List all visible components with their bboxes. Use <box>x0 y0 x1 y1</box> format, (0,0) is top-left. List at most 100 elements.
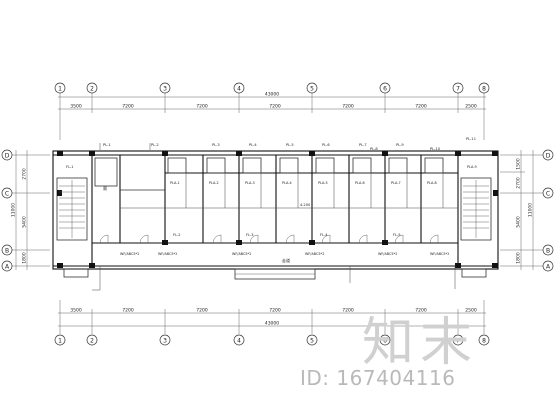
bottom-bay-dim-7: 2500 <box>465 308 477 314</box>
axis-bubble-3-bottom: 3 <box>159 334 171 346</box>
wf-tag: WF/ABC5*2 <box>158 252 177 256</box>
pipe-runs <box>92 143 458 291</box>
fl-tag: FL-1 <box>66 165 74 169</box>
axis-bubble-2: 2 <box>86 82 98 94</box>
svg-text:4: 4 <box>237 86 241 93</box>
svg-text:B: B <box>5 248 9 255</box>
pipe-tag: PL-9 <box>396 143 404 147</box>
structural-columns <box>57 151 498 268</box>
svg-text:6: 6 <box>383 338 387 345</box>
top-dimension-lines: 43000 3500 7200 7200 7200 7200 7200 2500 <box>58 92 486 140</box>
pipe-tag: PL-6 <box>322 143 330 147</box>
wf-tag: WF/ABC5*2 <box>232 252 251 256</box>
top-axis-bubbles: 1 2 3 4 5 6 7 8 <box>54 82 490 94</box>
bottom-axis-bubbles: 1 2 3 4 5 6 7 8 <box>54 334 490 346</box>
bottom-dimension-lines: 3500 7200 7200 7200 7200 7200 2500 43000 <box>58 300 486 334</box>
pipe-tag: PL-8 <box>370 147 378 151</box>
svg-text:D: D <box>546 153 551 160</box>
pipe-tag-a: PLA-8 <box>427 181 437 185</box>
pipe-tag: PL-4 <box>249 143 257 147</box>
top-bay-dim-2: 7200 <box>122 104 134 110</box>
axis-bubble-C-left: C <box>1 187 13 199</box>
svg-text:A: A <box>546 264 551 271</box>
axis-bubble-1: 1 <box>54 82 66 94</box>
svg-text:8: 8 <box>482 86 486 93</box>
fl-tags: FL-1 FL-2 FL-3 FL-4 FL-5 <box>66 165 401 237</box>
svg-text:5: 5 <box>310 338 314 345</box>
axis-bubble-4: 4 <box>233 82 245 94</box>
pipe-tag-a: PLA-9 <box>467 165 477 169</box>
elevation-label: 4.200 <box>300 203 311 207</box>
fl-tag: FL-2 <box>173 233 181 237</box>
bottom-bay-dim-2: 7200 <box>122 308 134 314</box>
bottom-bay-dim-5: 7200 <box>342 308 354 314</box>
right-axis-bubbles: D C B A <box>542 149 554 272</box>
axis-bubble-A-right: A <box>542 260 554 272</box>
axis-bubble-5: 5 <box>306 82 318 94</box>
corridor-label: 走道 <box>282 257 290 263</box>
top-bay-dim-1: 3500 <box>70 104 82 110</box>
left-total-dim: 11000 <box>11 203 17 217</box>
svg-text:8: 8 <box>482 338 486 345</box>
svg-text:6: 6 <box>383 86 387 93</box>
svg-text:2: 2 <box>90 338 94 345</box>
pipe-tag: PL-1 <box>103 143 111 147</box>
pipe-tag-a: PLA-6 <box>355 181 365 185</box>
svg-text:3: 3 <box>163 338 167 345</box>
top-total-dim: 43000 <box>265 92 279 98</box>
pipe-tag: PL-10 <box>430 147 441 151</box>
left-dim-1: 2700 <box>22 168 28 180</box>
left-dim-3: 1800 <box>22 252 28 264</box>
room-label: 厕 <box>103 185 107 191</box>
pipe-tag-a: PLA-4 <box>282 181 292 185</box>
pipe-tag: PL-2 <box>151 143 159 147</box>
watermark-id: ID: 167404116 <box>300 366 456 390</box>
pipe-tag: PL-5 <box>286 143 294 147</box>
axis-bubble-8-bottom: 8 <box>478 334 490 346</box>
wf-tag: WF/ABC5*2 <box>378 252 397 256</box>
svg-text:C: C <box>546 191 550 198</box>
right-dim-3: 5400 <box>516 216 522 228</box>
stair-right <box>463 180 489 238</box>
right-dim-4: 1800 <box>516 252 522 264</box>
right-dimension-lines: 1500 2700 5400 1800 11000 <box>500 150 543 270</box>
pipe-tags-top: PL-1 PL-2 PL-3 PL-4 PL-5 PL-6 PL-7 PL-8 … <box>103 137 476 151</box>
axis-bubble-D-right: D <box>542 149 554 161</box>
top-bay-dim-3: 7200 <box>196 104 208 110</box>
axis-bubble-8: 8 <box>478 82 490 94</box>
axis-bubble-B-right: B <box>542 244 554 256</box>
wf-tag: WF/ABC5*2 <box>120 252 139 256</box>
axis-bubble-D-left: D <box>1 149 13 161</box>
svg-text:7: 7 <box>456 86 460 93</box>
svg-text:B: B <box>546 248 550 255</box>
pipe-tag-a: PLA-2 <box>209 181 219 185</box>
axis-bubble-6-bottom: 6 <box>379 334 391 346</box>
svg-text:D: D <box>5 153 10 160</box>
fl-tag: FL-3 <box>246 233 254 237</box>
right-dim-2: 2700 <box>516 177 522 189</box>
pipe-tag-a: PLA-1 <box>170 181 180 185</box>
axis-bubble-A-left: A <box>1 260 13 272</box>
pipe-tag: PL-3 <box>212 143 220 147</box>
bottom-bay-dim-6: 7200 <box>415 308 427 314</box>
axis-bubble-C-right: C <box>542 187 554 199</box>
fl-tag: FL-5 <box>393 233 401 237</box>
door-swings <box>99 234 439 244</box>
building-walls <box>52 150 499 270</box>
svg-text:1: 1 <box>58 338 62 345</box>
right-dim-1: 1500 <box>516 158 522 170</box>
axis-bubble-7-bottom: 7 <box>452 334 464 346</box>
left-dimension-lines: 11000 2700 5400 1800 <box>11 150 50 270</box>
pipe-tag: PL-11 <box>466 137 476 141</box>
axis-bubble-7: 7 <box>452 82 464 94</box>
svg-text:A: A <box>5 264 10 271</box>
right-total-dim: 11000 <box>528 203 534 217</box>
wf-tag: WF/ABC5*2 <box>430 252 449 256</box>
svg-text:3: 3 <box>163 86 167 93</box>
watermark-glyph: 知 <box>362 313 415 373</box>
wf-tag: WF/ABC5*2 <box>305 252 324 256</box>
svg-text:1: 1 <box>58 86 62 93</box>
top-bay-dim-5: 7200 <box>342 104 354 110</box>
bottom-bay-dim-1: 3500 <box>70 308 82 314</box>
